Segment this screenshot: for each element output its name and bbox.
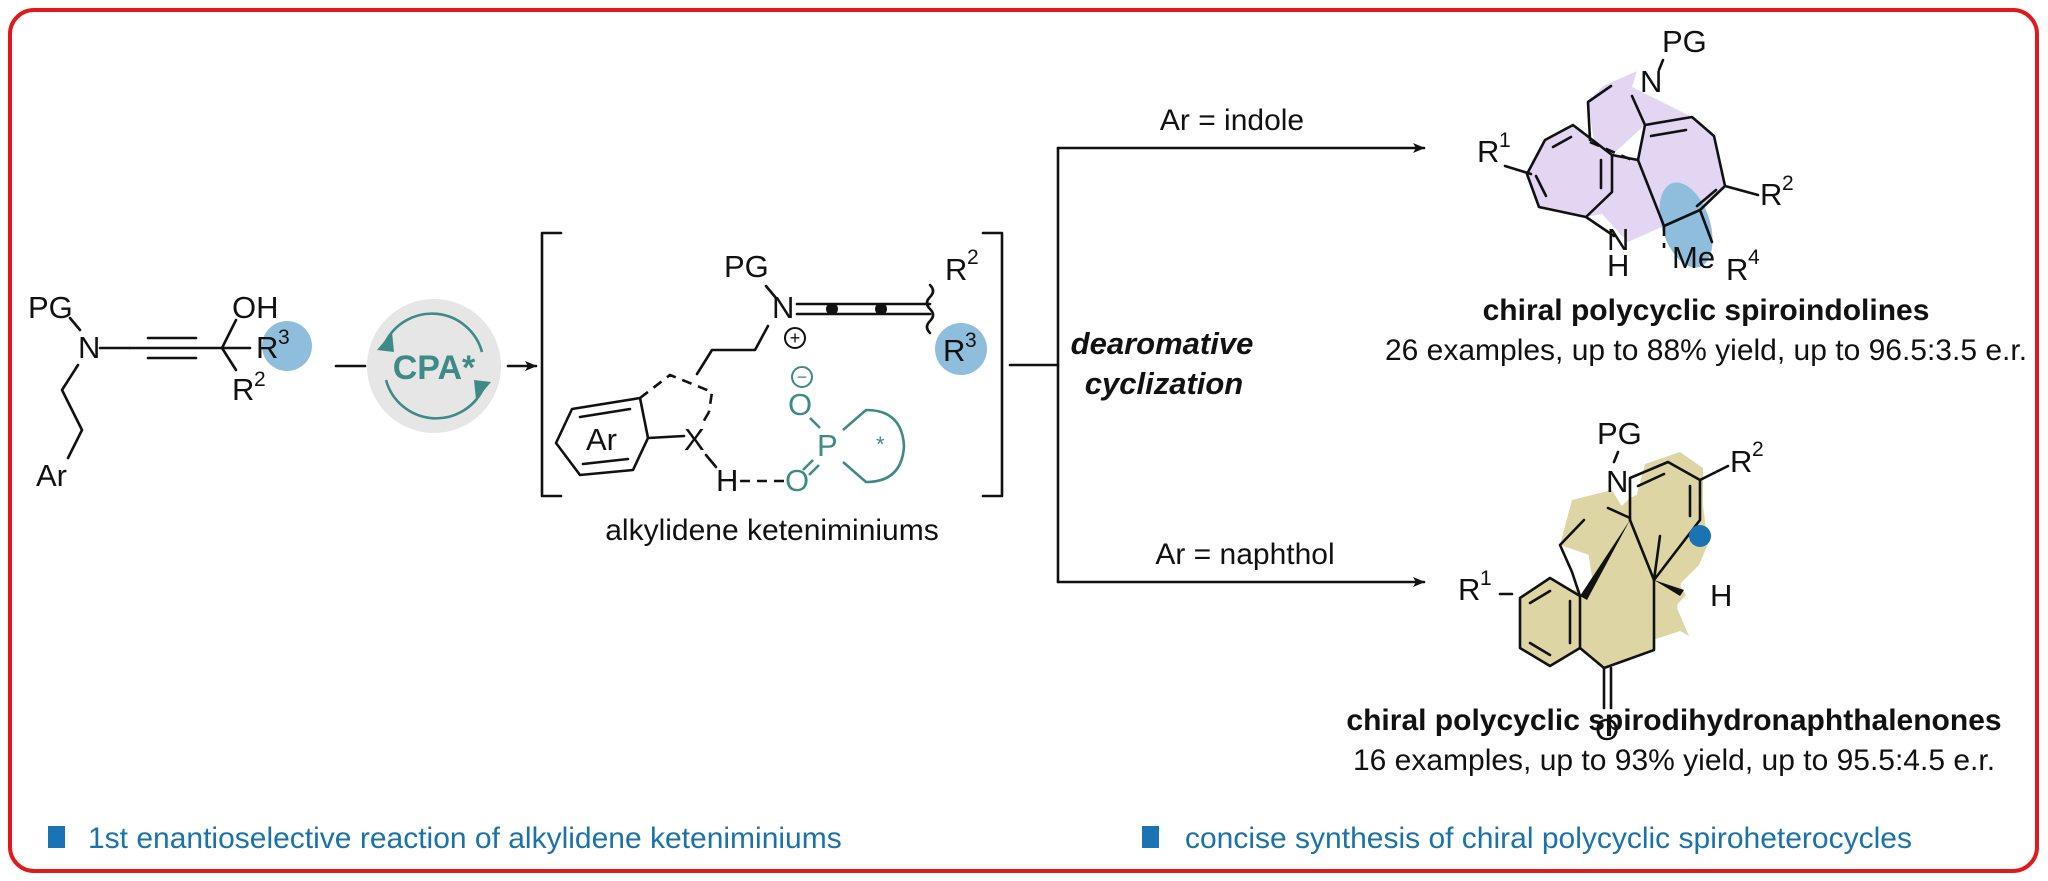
spiroindoline-structure: PG N R 1 R 2 N H Me R 4 — [1477, 24, 1794, 287]
intermediate-r3-sup: 3 — [965, 329, 977, 352]
catalyst-label: CPA* — [393, 349, 476, 387]
product2-r2-label: R — [1730, 444, 1752, 479]
footer-highlights: 1st enantioselective reaction of alkylid… — [48, 822, 1912, 855]
intermediate-pg-label: PG — [724, 249, 769, 284]
substrate-oh-label: OH — [232, 290, 279, 325]
product2-h-label: H — [1710, 578, 1732, 613]
outer-frame — [8, 8, 2039, 873]
footer-item-1: 1st enantioselective reaction of alkylid… — [88, 822, 842, 855]
cpa-catalyst-badge: CPA* — [367, 299, 501, 433]
product1-pg-label: PG — [1662, 24, 1707, 59]
product1-r1-label: R — [1477, 134, 1499, 169]
product2-n-label: N — [1606, 464, 1628, 499]
product2-o-label: O — [1595, 712, 1619, 747]
product2-r1-label: R — [1458, 572, 1480, 607]
intermediate-caption: alkylidene keteniminiums — [605, 514, 939, 547]
square-bullet-icon — [48, 826, 65, 848]
chiral-star: * — [876, 432, 885, 457]
substrate-pg-label: PG — [28, 290, 73, 325]
negative-charge-icon — [791, 366, 813, 388]
process-label-line1: dearomative — [1071, 326, 1254, 361]
right-bracket — [981, 231, 1004, 498]
branching-arrows: Ar = indole Ar = naphthol dearomative cy… — [1008, 104, 1426, 587]
process-label-line2: cyclization — [1085, 366, 1244, 401]
product1-me-label: Me — [1672, 240, 1715, 275]
substrate-r3-label: R — [256, 330, 278, 365]
substrate-ar-label: Ar — [36, 458, 67, 493]
r3-highlight — [262, 321, 312, 371]
product1-n-label: N — [1640, 64, 1662, 99]
intermediate-n-label: N — [772, 290, 794, 325]
left-bracket — [540, 231, 563, 498]
phosphate-o-bottom: O — [785, 463, 809, 498]
cumulene-carbon-dot — [875, 303, 887, 315]
intermediate-x-label: X — [684, 422, 705, 457]
intermediate-ar-label: Ar — [586, 422, 617, 457]
product1-nh-h-label: H — [1607, 248, 1629, 283]
footer-item-2: concise synthesis of chiral polycyclic s… — [1185, 822, 1912, 855]
intermediate-structure: PG N + R 2 R 3 Ar X H − O P O — [540, 231, 1004, 547]
square-bullet-icon — [1142, 826, 1159, 848]
minus-sign: − — [797, 367, 808, 387]
phosphate-p: P — [817, 428, 838, 463]
plus-sign: + — [790, 328, 801, 348]
product2-r1-sup: 1 — [1480, 567, 1492, 590]
product1-r4-label: R — [1726, 252, 1748, 287]
substrate-r3-sup: 3 — [278, 326, 290, 349]
wedge-bond — [1654, 580, 1684, 596]
upper-condition-label: Ar = indole — [1160, 104, 1304, 137]
lower-condition-label: Ar = naphthol — [1155, 538, 1334, 571]
product1-name: chiral polycyclic spiroindolines — [1483, 294, 1930, 327]
intermediate-r3-label: R — [943, 333, 965, 368]
intermediate-r2-label: R — [945, 252, 967, 287]
substrate-n-label: N — [78, 330, 100, 365]
intermediate-h-label: H — [716, 463, 738, 498]
product1-r1-sup: 1 — [1499, 129, 1511, 152]
spirodihydronaphthalenone-structure: R 1 H O PG N R 2 — [1458, 416, 1764, 747]
product1-nh-n-label: N — [1607, 222, 1629, 257]
cumulene-carbon-dot — [826, 303, 838, 315]
catalyst-cycle-arrow-upper — [383, 312, 484, 353]
catalyst-background — [367, 299, 501, 433]
chiral-backbone-arc — [842, 408, 906, 484]
phosphate-o-top: O — [788, 387, 812, 422]
product2-stats: 16 examples, up to 93% yield, up to 95.5… — [1353, 744, 1995, 777]
substrate-r2-sup: 2 — [254, 368, 266, 391]
cycle-arrowhead-icon — [377, 332, 394, 352]
product2-name: chiral polycyclic spirodihydronaphthalen… — [1346, 704, 2001, 737]
r3-highlight — [935, 323, 987, 375]
product1-r2-label: R — [1760, 177, 1782, 212]
catalyst-cycle-arrow-lower — [384, 379, 485, 420]
product1-stats: 26 examples, up to 88% yield, up to 96.5… — [1385, 334, 2027, 367]
reactive-site-dot — [1689, 525, 1711, 547]
substrate-r2-label: R — [232, 372, 254, 407]
positive-charge-icon — [784, 327, 806, 349]
product1-r2-sup: 2 — [1782, 172, 1794, 195]
wedge-bond — [1580, 520, 1630, 600]
wavy-bond-upper — [925, 283, 935, 311]
wavy-bond-lower — [925, 307, 935, 335]
substrate-structure: PG N OH R 3 R 2 Ar — [28, 290, 312, 493]
product2-pg-label: PG — [1597, 416, 1642, 451]
cycle-arrowhead-icon — [474, 380, 491, 400]
product2-r2-sup: 2 — [1752, 438, 1764, 461]
product1-r4-sup: 4 — [1748, 246, 1760, 269]
intermediate-r2-sup: 2 — [967, 246, 979, 269]
